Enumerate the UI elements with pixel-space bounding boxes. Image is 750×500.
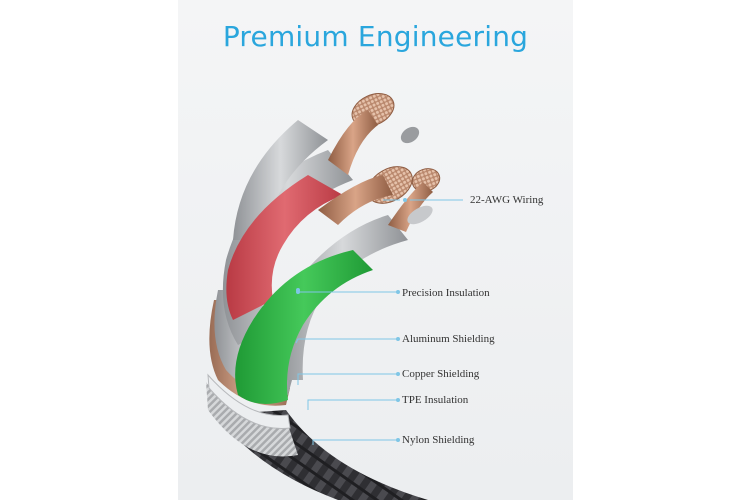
callout-precision-insulation: Precision Insulation: [402, 287, 490, 299]
callout-aluminum-shielding: Aluminum Shielding: [402, 333, 495, 345]
cable-cross-section-illustration: [206, 93, 463, 500]
callout-tpe-insulation: TPE Insulation: [402, 394, 469, 406]
copper-conductors: [318, 93, 441, 232]
page-title: Premium Engineering: [222, 20, 529, 53]
callout-nylon-shielding: Nylon Shielding: [402, 434, 475, 446]
red-wire: [226, 175, 343, 320]
green-wire: [235, 250, 373, 404]
callout-copper-shielding: Copper Shielding: [402, 368, 480, 380]
metal-ferrule: [206, 382, 298, 457]
callout-22-awg-wiring: 22-AWG Wiring: [470, 194, 544, 206]
callout-leader-lines: [295, 199, 463, 445]
